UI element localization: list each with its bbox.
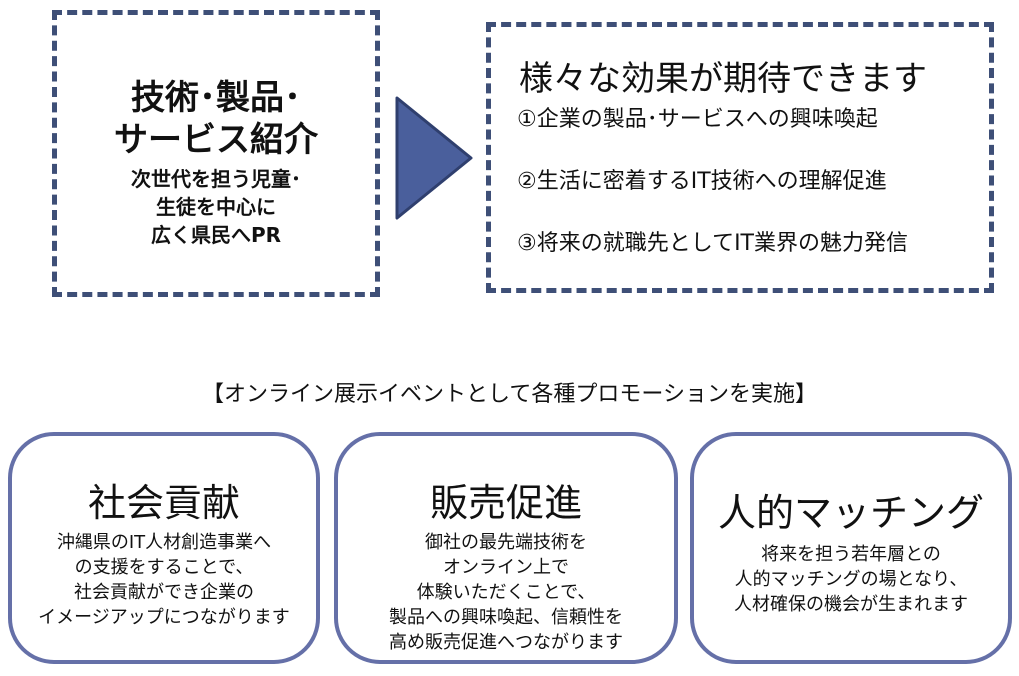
intro-box: 技術･製品･ サービス紹介 次世代を担う児童･ 生徒を中心に 広く県民へPR (52, 10, 380, 297)
right-arrow-icon (395, 96, 473, 220)
card-sales-promotion: 販売促進 御社の最先端技術を オンライン上で 体験いただくことで、 製品への興味… (334, 432, 678, 664)
card-description-line: イメージアップにつながります (38, 607, 290, 628)
card-description-line: オンライン上で (443, 557, 569, 578)
intro-title: 技術･製品･ サービス紹介 (57, 77, 375, 161)
section-heading: 【オンライン展示イベントとして各種プロモーションを実施】 (202, 382, 817, 407)
effects-box: 様々な効果が期待できます ①企業の製品･サービスへの興味喚起 ②生活に密着するI… (486, 22, 994, 293)
card-description: 将来を担う若年層との 人的マッチングの場となり、 人材確保の機会が生まれます (694, 542, 1008, 617)
card-title: 社会貢献 (87, 481, 240, 525)
card-talent-matching: 人的マッチング 将来を担う若年層との 人的マッチングの場となり、 人材確保の機会… (690, 432, 1012, 664)
card-description-line: 人的マッチングの場となり、 (734, 569, 968, 590)
card-description: 御社の最先端技術を オンライン上で 体験いただくことで、 製品への興味喚起、信頼… (338, 530, 674, 655)
card-description: 沖縄県のIT人材創造事業へ の支援をすることで、 社会貢献ができ企業の イメージ… (12, 530, 316, 630)
card-description-line: 社会貢献ができ企業の (74, 582, 254, 603)
intro-title-line: サービス紹介 (114, 120, 318, 160)
effect-item: ②生活に密着するIT技術への理解促進 (517, 169, 887, 194)
effect-item: ③将来の就職先としてIT業界の魅力発信 (517, 231, 908, 256)
card-description-line: 製品への興味喚起、信頼性を (389, 607, 623, 628)
card-description-line: 御社の最先端技術を (425, 532, 587, 553)
card-description-line: 沖縄県のIT人材創造事業へ (56, 532, 272, 553)
card-description-line: 将来を担う若年層との (761, 544, 941, 565)
card-title: 人的マッチング (717, 491, 984, 535)
effects-title: 様々な効果が期待できます (519, 59, 927, 99)
card-description-line: 人材確保の機会が生まれます (734, 594, 968, 615)
card-description-line: 体験いただくことで、 (416, 582, 596, 603)
card-social-contribution: 社会貢献 沖縄県のIT人材創造事業へ の支援をすることで、 社会貢献ができ企業の… (8, 432, 320, 664)
intro-description-line: 広く県民へPR (150, 223, 282, 247)
intro-title-line: 技術･製品･ (131, 78, 301, 118)
card-description-line: の支援をすることで、 (74, 557, 254, 578)
right-arrow-shape (395, 96, 473, 220)
intro-description-line: 生徒を中心に (156, 195, 276, 219)
effect-item: ①企業の製品･サービスへの興味喚起 (517, 107, 878, 132)
intro-description: 次世代を担う児童･ 生徒を中心に 広く県民へPR (57, 165, 375, 249)
card-description-line: 高め販売促進へつながります (389, 632, 623, 653)
card-title: 販売促進 (429, 481, 582, 525)
intro-description-line: 次世代を担う児童･ (131, 167, 301, 191)
